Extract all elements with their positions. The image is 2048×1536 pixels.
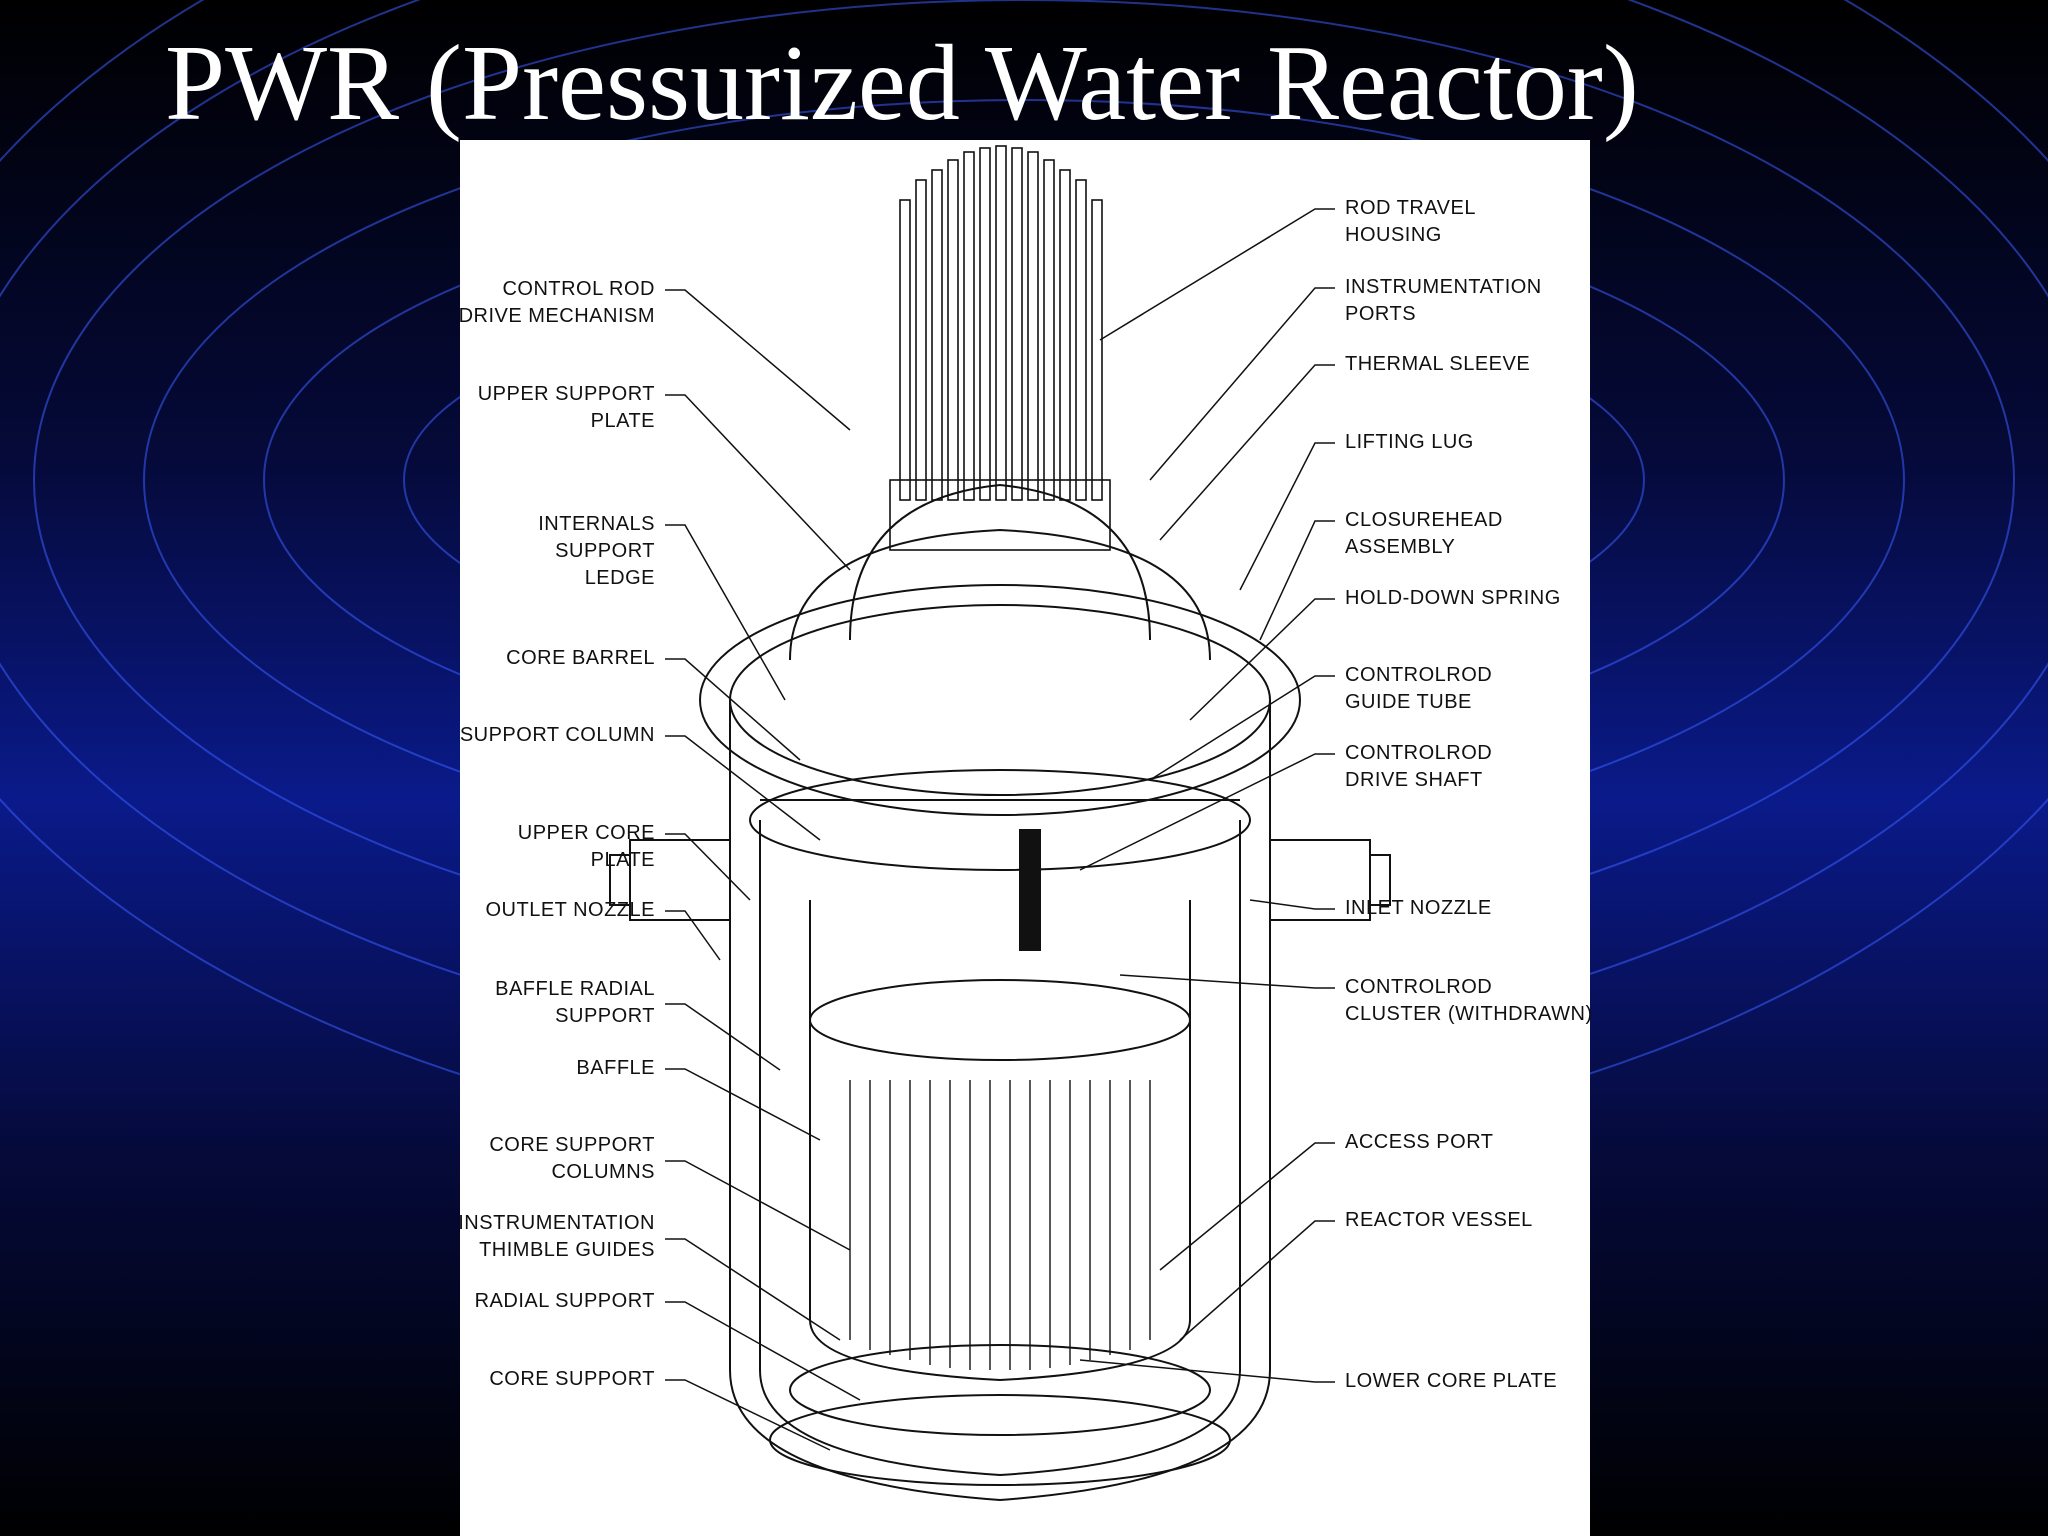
label-outlet-nozzle: OUTLET NOZZLE — [485, 899, 655, 921]
control-rod-cluster — [1019, 829, 1041, 951]
lower-core-plate — [789, 1344, 1211, 1436]
core-support — [769, 1394, 1231, 1486]
closure-head — [849, 483, 1151, 641]
label-baffle: BAFFLE — [576, 1057, 655, 1079]
reactor-vessel-drawing — [609, 145, 1391, 1502]
label-access-port: ACCESS PORT — [1345, 1131, 1494, 1153]
label-core-support: CORE SUPPORT — [489, 1368, 655, 1390]
core-barrel — [809, 900, 1191, 1382]
label-reactor-vessel: REACTOR VESSEL — [1345, 1209, 1533, 1231]
rod-travel-housings — [889, 145, 1111, 551]
label-core-barrel: CORE BARREL — [506, 647, 655, 669]
label-thermal-sleeve: THERMAL SLEEVE — [1345, 353, 1531, 375]
reactor-vessel-shell — [729, 700, 1271, 1502]
label-lower-core-plate: LOWER CORE PLATE — [1345, 1370, 1558, 1392]
label-inlet-nozzle: INLET NOZZLE — [1345, 897, 1492, 919]
label-support-column: SUPPORT COLUMN — [459, 724, 655, 746]
slide-title: PWR (Pressurized Water Reactor) — [165, 24, 1639, 143]
label-lifting-lug: LIFTING LUG — [1345, 431, 1474, 453]
label-hold-down-spring: HOLD-DOWN SPRING — [1345, 587, 1561, 609]
fuel-assemblies — [849, 1080, 1151, 1370]
leader-lines — [665, 208, 1335, 1451]
label-radial-support: RADIAL SUPPORT — [474, 1290, 655, 1312]
vessel-flange — [699, 584, 1301, 816]
